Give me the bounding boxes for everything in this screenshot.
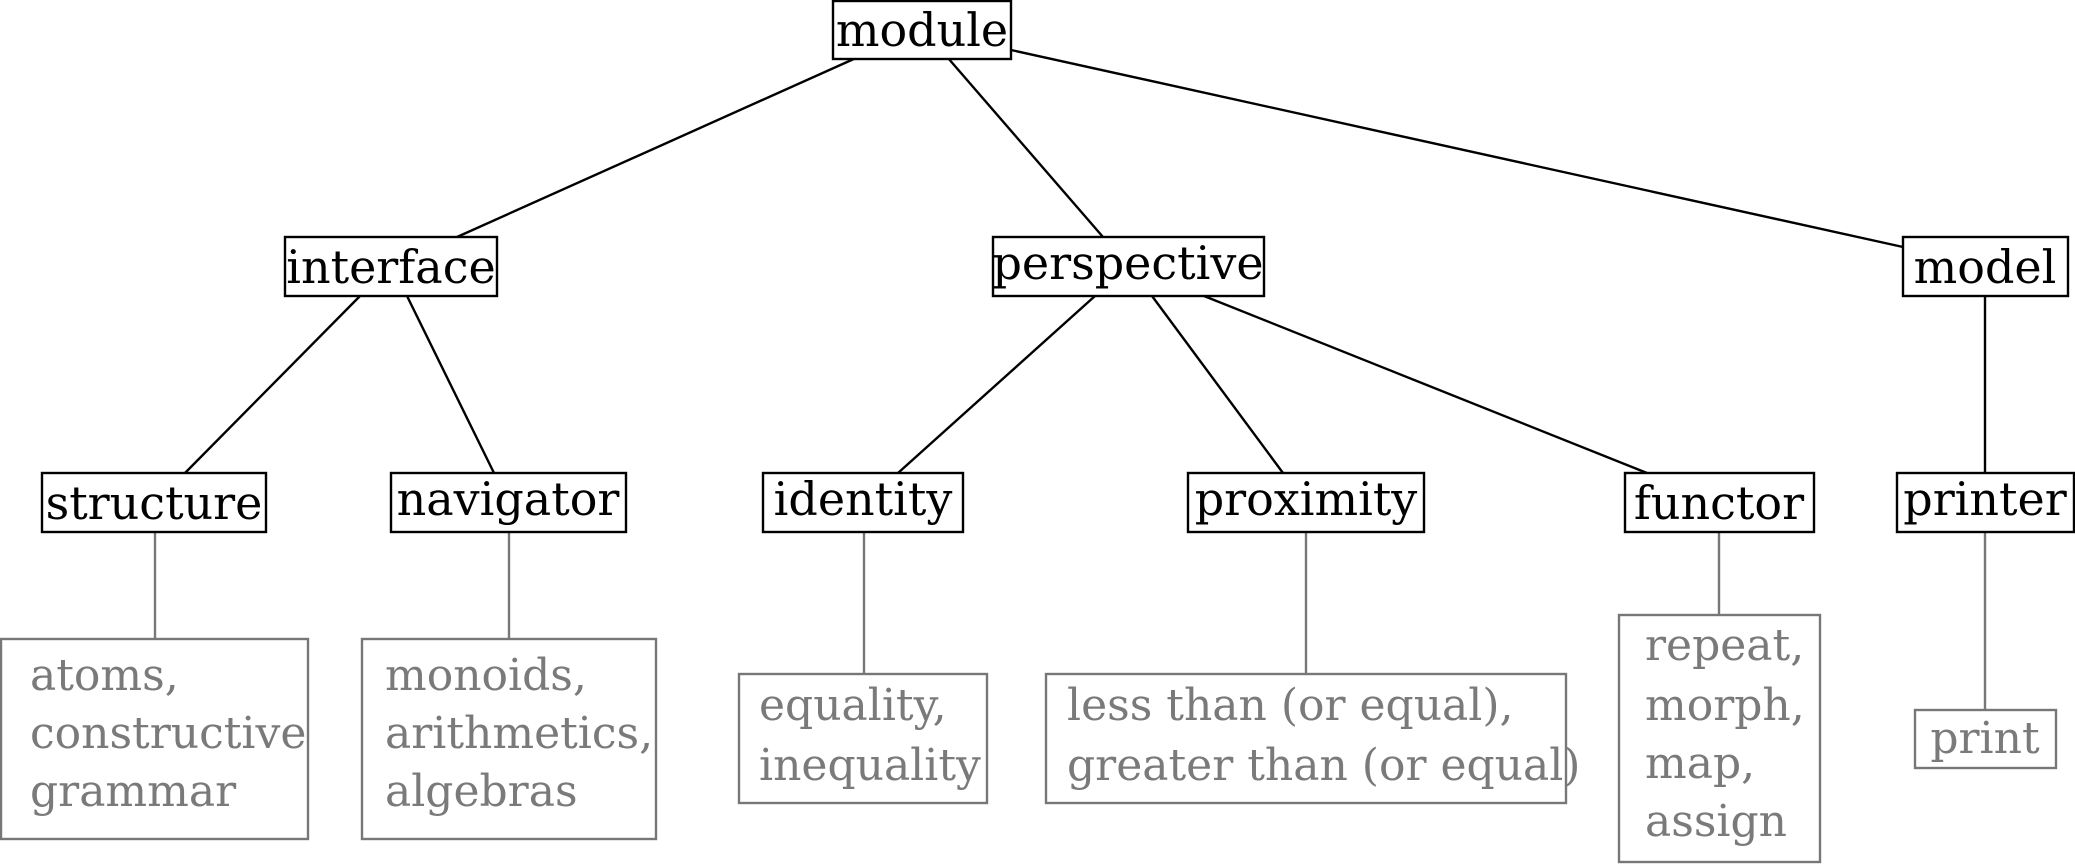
leaf-proximity: less than (or equal), greater than (or e… (1044, 672, 1580, 805)
node-functor: functor (1623, 471, 1816, 534)
leaf-functor: repeat, morph, map, assign (1617, 613, 1822, 864)
edge-perspective-proximity (1151, 295, 1284, 474)
node-proximity: proximity (1186, 471, 1426, 534)
leaf-structure-line-3: grammar (30, 766, 237, 817)
leaf-printer: print (1913, 708, 2058, 770)
leaf-functor-line-4: assign (1645, 796, 1787, 847)
node-interface: interface (283, 235, 499, 298)
node-model-label: model (1914, 240, 2057, 294)
leaf-structure-line-2: constructive (30, 708, 306, 759)
leaf-navigator: monoids, arithmetics, algebras (360, 637, 658, 841)
node-model: model (1901, 235, 2070, 298)
node-module: module (831, 0, 1013, 61)
node-printer: printer (1895, 471, 2075, 534)
leaf-printer-line-1: print (1930, 713, 2040, 764)
leaf-proximity-line-1: less than (or equal), (1067, 680, 1514, 731)
node-printer-label: printer (1903, 472, 2066, 526)
node-structure: structure (40, 471, 268, 534)
leaf-functor-line-1: repeat, (1645, 620, 1804, 671)
node-identity-label: identity (774, 472, 953, 526)
node-identity: identity (761, 471, 965, 534)
leaf-structure-line-1: atoms, (30, 650, 179, 701)
leaf-proximity-line-2: greater than (or equal) (1067, 740, 1580, 791)
leaf-identity: equality, inequality (737, 672, 989, 805)
node-perspective-label: perspective (992, 236, 1263, 290)
node-structure-label: structure (46, 476, 263, 530)
node-interface-label: interface (286, 240, 495, 294)
tree-edges (184, 48, 1987, 475)
leaf-navigator-line-3: algebras (385, 766, 578, 817)
node-navigator-label: navigator (397, 472, 620, 526)
node-perspective: perspective (991, 235, 1266, 298)
leaf-structure: atoms, constructive grammar (0, 637, 310, 841)
leaf-identity-line-1: equality, (759, 680, 947, 731)
leaf-navigator-line-1: monoids, (385, 650, 587, 701)
edge-interface-navigator (405, 295, 496, 474)
edge-perspective-identity (897, 295, 1096, 474)
edge-interface-structure (184, 295, 361, 474)
node-module-label: module (836, 3, 1008, 57)
node-functor-label: functor (1634, 476, 1804, 530)
node-navigator: navigator (389, 471, 628, 534)
node-proximity-label: proximity (1195, 472, 1418, 526)
leaf-functor-line-2: morph, (1645, 680, 1805, 731)
leaf-navigator-line-2: arithmetics, (385, 708, 653, 759)
edge-module-perspective (947, 57, 1104, 238)
leaf-functor-line-3: map, (1645, 738, 1755, 789)
edge-module-model (1010, 48, 1904, 249)
leaf-edges (153, 532, 1987, 710)
leaf-identity-line-2: inequality (759, 740, 981, 791)
edge-perspective-functor (1203, 294, 1648, 475)
edge-module-interface (456, 56, 857, 239)
